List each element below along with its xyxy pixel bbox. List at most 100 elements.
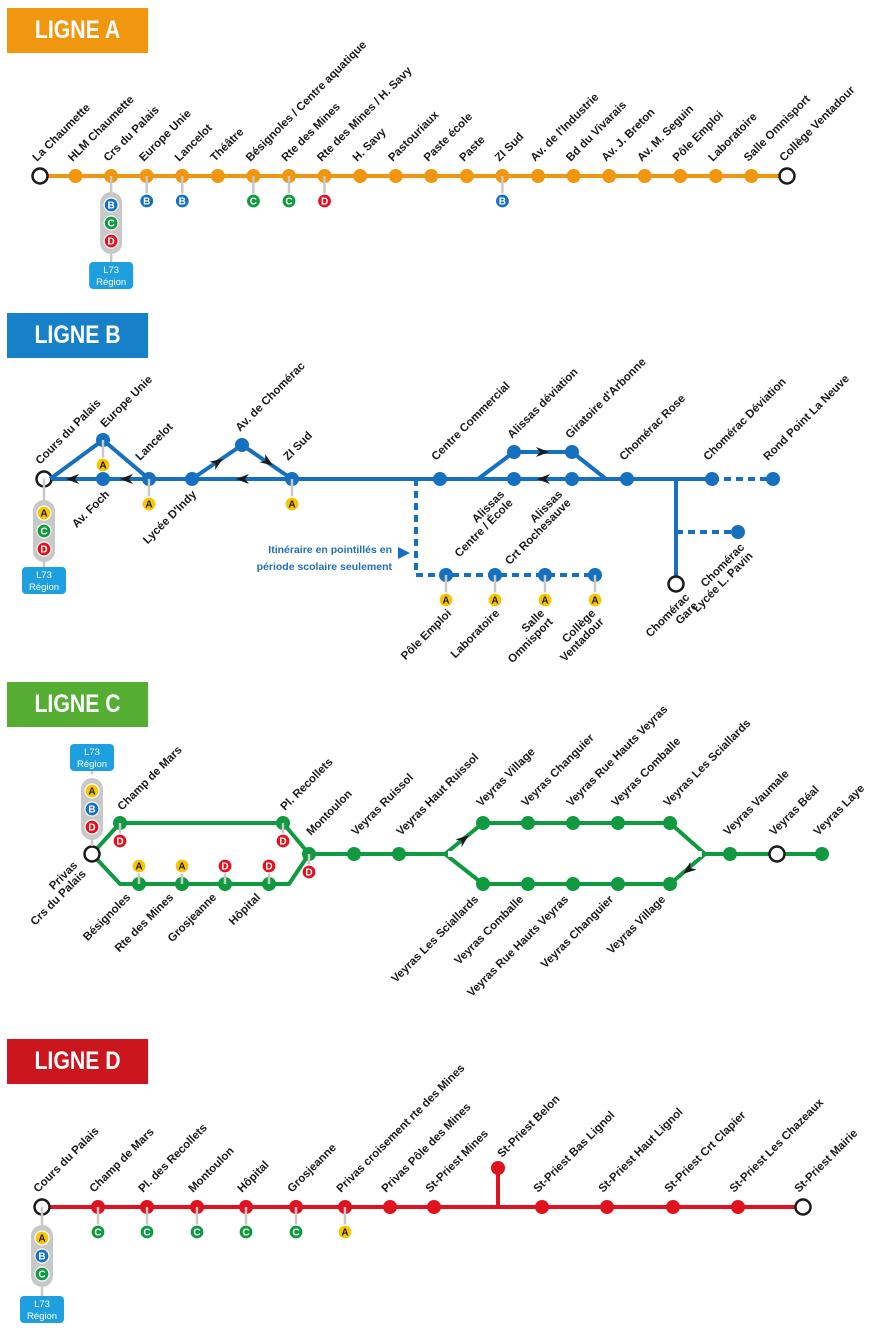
station-label-line: Veyras Les Sciallards [389, 894, 481, 986]
connection-badge-c-icon [103, 215, 119, 231]
ligne-c-station-label: Veyras Changuier [520, 732, 598, 810]
connection-badge-b-icon [84, 801, 100, 817]
ligne-b-station-label: Europe Unie [99, 374, 155, 430]
connection-badge-b-icon [494, 193, 511, 209]
connection-badge-letter: B [108, 201, 115, 212]
connection-badge-letter: C [94, 1228, 101, 1239]
connection-badge-letter: A [40, 509, 47, 520]
direction-arrow-icon [455, 835, 469, 848]
ligne-a-station-label: Théâtre [208, 126, 246, 164]
ligne-a-station-dot [708, 169, 723, 183]
connection-badge-letter: B [179, 197, 186, 208]
ligne-d-station-dot [666, 1200, 680, 1214]
connection-badge-letter: D [40, 545, 47, 556]
ligne-d-station-dot [427, 1200, 441, 1214]
ligne-b-station-label: Giratoire d'Arbonne [564, 356, 649, 441]
connection-badge-d-icon [301, 864, 317, 880]
ligne-a-station-dot [531, 169, 545, 183]
connection-badge-letter: C [38, 1270, 45, 1281]
l73-label: L73 [36, 570, 52, 581]
ligne-b-station-dot [433, 472, 447, 486]
ligne-b-station-label: CollègeVentadour [550, 607, 607, 664]
connection-badge-letter: D [321, 197, 328, 208]
l73-region-badge [22, 567, 66, 594]
ligne-a-title: LIGNE A [7, 8, 149, 53]
ligne-d-title: LIGNE D [7, 1039, 149, 1084]
ligne-b-station-label: Chomérac Rose [618, 393, 688, 463]
direction-arrow-icon [236, 474, 249, 484]
ligne-b-station-label: Cours du Palais [34, 397, 104, 467]
ligne-b-station-label: Laboratoire [449, 608, 502, 661]
ligne-a-station-label: ZI Sud [493, 131, 526, 164]
connection-badge-letter: C [40, 527, 47, 538]
connection-badge-letter: A [288, 500, 295, 511]
ligne-b-station-dot [507, 472, 521, 486]
ligne-a-station-dot [424, 169, 439, 183]
connection-badge-a-icon [84, 783, 100, 799]
connection-badge-d-icon [36, 541, 52, 557]
ligne-b-station-label: Lancelot [134, 421, 176, 463]
ligne-d-station-dot [491, 1161, 505, 1175]
ligne-c-station-label: Veyras Haut Ruissol [395, 751, 482, 838]
ligne-a-terminus-icon [778, 167, 796, 185]
ligne-a-title-text: LIGNE A [34, 16, 121, 44]
ligne-d-station-label: St-Priest Belon [496, 1093, 563, 1160]
connection-badge-letter: A [341, 1228, 348, 1239]
ligne-a-station-dot [68, 169, 83, 183]
ligne-d-title-text: LIGNE D [34, 1047, 121, 1075]
ligne-b-station-dot [96, 472, 110, 486]
ligne-c-station-dot [611, 816, 625, 830]
direction-arrow-icon [683, 861, 697, 874]
ligne-b-station-label: Av. de Chomérac [234, 360, 308, 434]
ligne-b-station-label: Centre Commercial [430, 380, 513, 463]
ligne-a-station-dot [602, 169, 617, 183]
connection-badge-letter: A [591, 596, 598, 607]
ligne-b-station-dot [507, 445, 521, 459]
connection-badge-c-icon [288, 1224, 304, 1240]
connection-badge-d-icon [112, 833, 128, 849]
connection-badge-letter: D [265, 862, 272, 873]
ligne-a-station-dot [353, 169, 368, 183]
ligne-c-upper-loop [90, 821, 311, 856]
connection-badge-a-icon [284, 496, 300, 512]
ligne-a-station-dot [210, 169, 225, 183]
connection-badge-a-icon [438, 592, 454, 608]
connection-badge-d-icon [261, 858, 277, 874]
station-label-line: Pôle Emploi [399, 608, 454, 663]
connection-badge-b-icon [139, 193, 155, 209]
ligne-c-station-label: Veyras Les Sciallards [389, 894, 481, 986]
direction-arrow-icon [259, 453, 273, 466]
ligne-b-station-label: AlissasCentre / École [444, 489, 515, 560]
note-arrow-icon [398, 547, 410, 559]
ligne-c-station-dot [566, 877, 580, 891]
ligne-c-station-dot [476, 877, 490, 891]
connection-badge-letter: A [541, 596, 548, 607]
ligne-c-station-dot [815, 847, 829, 861]
connection-badge-letter: C [108, 219, 115, 230]
connection-badge-letter: A [135, 862, 142, 873]
connection-badge-letter: A [442, 596, 449, 607]
ligne-a-station-dot [637, 169, 652, 183]
connection-badge-letter: C [285, 197, 292, 208]
ligne-a-station-dot [388, 169, 403, 183]
ligne-a-terminus-icon [31, 167, 49, 185]
ligne-c-terminus-icon [768, 845, 786, 863]
connection-badge-c-icon [90, 1224, 106, 1240]
connection-badge-c-icon [139, 1224, 155, 1240]
direction-arrow-icon [66, 474, 79, 484]
ligne-b-station-dot [731, 525, 745, 539]
ligne-c-station-dot [611, 877, 625, 891]
ligne-b-station-label: ChoméracGare [644, 591, 701, 648]
ligne-a-station-label: Av. de l'Industrie [529, 91, 602, 164]
station-label-line: Laboratoire [449, 608, 502, 661]
ligne-d-station-dot [600, 1200, 614, 1214]
ligne-d-station-label: St-Priest Mairie [793, 1127, 861, 1195]
ligne-c-lower-loop [90, 852, 311, 886]
ligne-a-station-label: Salle Omnisport [742, 93, 813, 164]
ligne-c-terminus-icon [83, 845, 101, 863]
connection-badge-a-icon [141, 496, 157, 512]
connection-badge-letter: D [221, 862, 228, 873]
connection-badge-letter: A [491, 596, 498, 607]
ligne-c-station-dot [566, 816, 580, 830]
ligne-c-station-dot [663, 816, 677, 830]
